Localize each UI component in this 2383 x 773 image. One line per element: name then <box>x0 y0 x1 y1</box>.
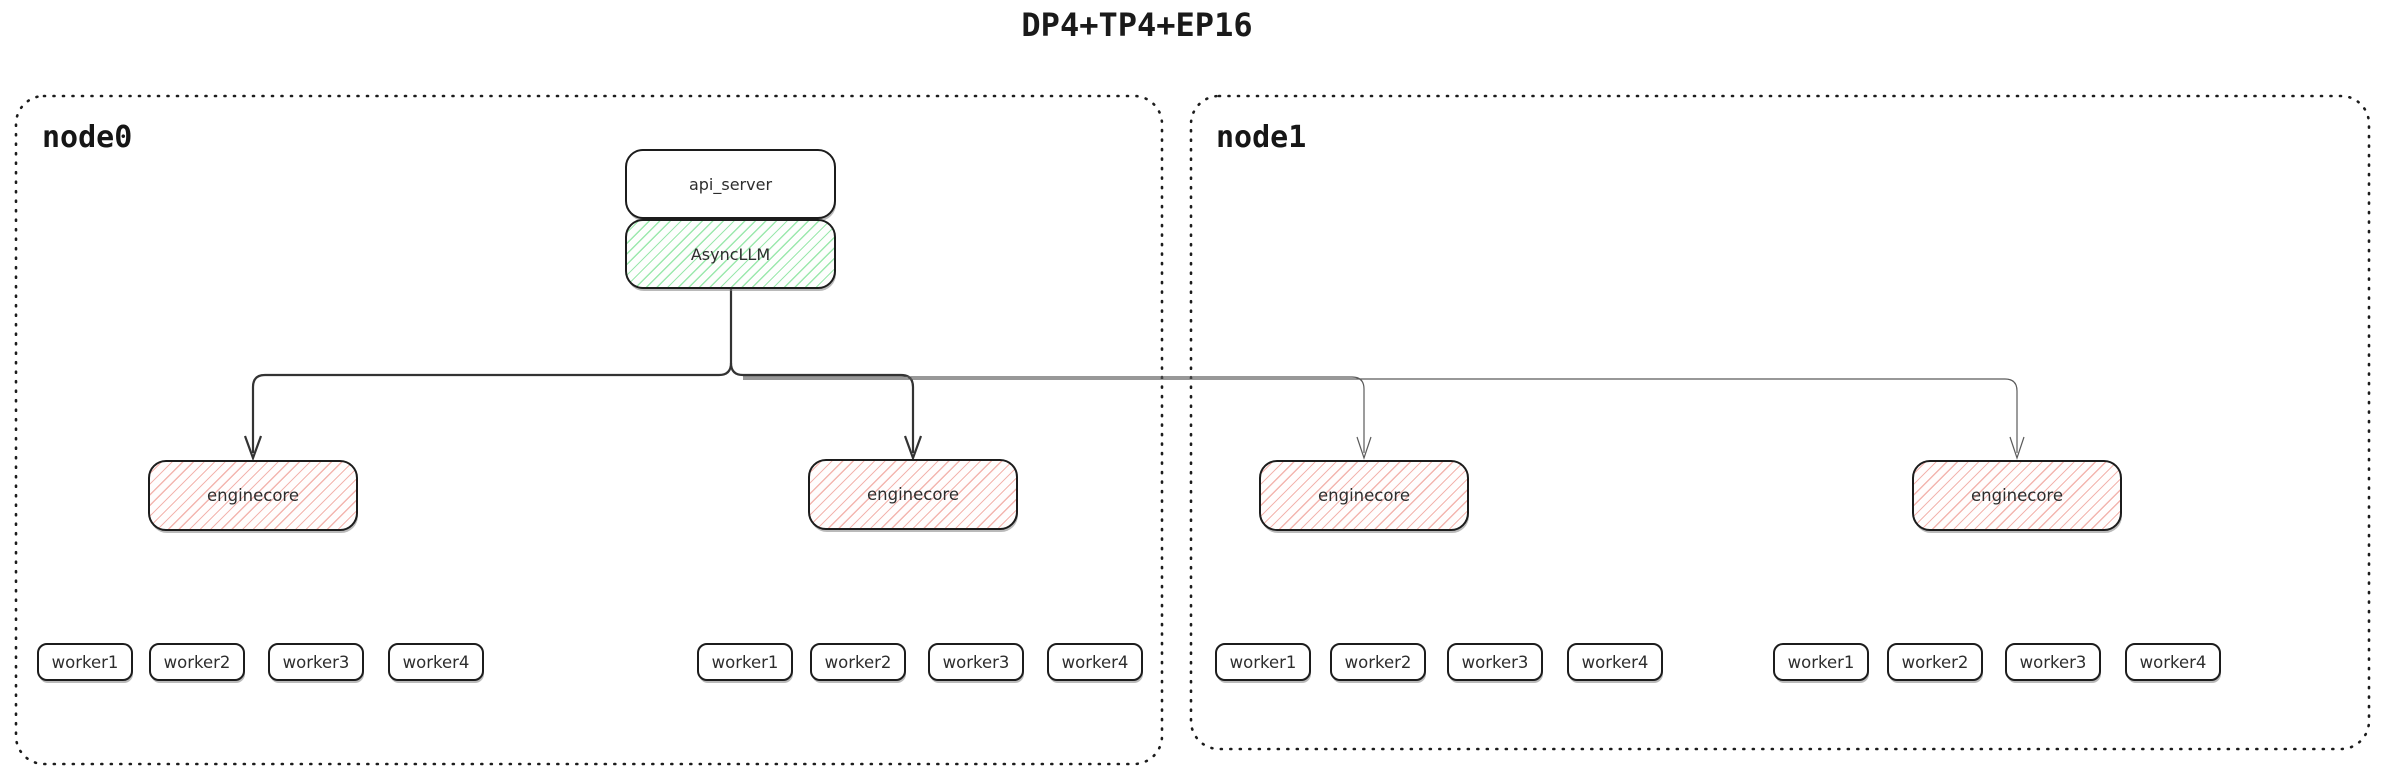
worker-box: worker4 <box>1047 643 1143 681</box>
worker-box: worker1 <box>1773 643 1869 681</box>
enginecore-label: enginecore <box>1970 486 2063 505</box>
node0-border <box>14 94 1164 766</box>
worker-label: worker3 <box>942 652 1010 672</box>
worker-box: worker2 <box>1887 643 1983 681</box>
worker-box: worker1 <box>1215 643 1311 681</box>
api-server-label: api_server <box>688 174 773 194</box>
link-asyncllm-enginecore1 <box>251 289 733 453</box>
link-asyncllm-enginecore3 <box>743 376 1365 453</box>
worker-label: worker3 <box>282 652 350 672</box>
enginecore-label: enginecore <box>1317 486 1410 505</box>
worker-label: worker4 <box>1581 652 1649 672</box>
asyncllm-box: AsyncLLM <box>625 219 836 289</box>
arrowhead-enginecore2 <box>903 435 923 462</box>
asyncllm-label: AsyncLLM <box>690 244 771 264</box>
worker-label: worker3 <box>1461 652 1529 672</box>
api-server-box: api_server <box>625 149 836 219</box>
worker-box: worker3 <box>2005 643 2101 681</box>
worker-box: worker3 <box>268 643 364 681</box>
enginecore-box-node0-2: enginecore <box>808 459 1018 530</box>
worker-label: worker4 <box>1061 652 1129 672</box>
worker-box: worker3 <box>1447 643 1543 681</box>
node1-border <box>1189 94 2371 751</box>
link-asyncllm-enginecore4 <box>743 378 2018 453</box>
worker-box: worker4 <box>388 643 484 681</box>
worker-label: worker1 <box>1787 652 1855 672</box>
worker-label: worker2 <box>824 652 892 672</box>
worker-box: worker4 <box>2125 643 2221 681</box>
diagram-title: DP4+TP4+EP16 <box>1021 6 1253 44</box>
node0-label: node0 <box>42 120 133 155</box>
worker-label: worker4 <box>402 652 470 672</box>
arrowhead-enginecore4 <box>2009 436 2025 460</box>
worker-label: worker1 <box>711 652 779 672</box>
worker-box: worker2 <box>810 643 906 681</box>
enginecore-box-node1-1: enginecore <box>1259 460 1469 531</box>
worker-box: worker2 <box>1330 643 1426 681</box>
worker-box: worker1 <box>37 643 133 681</box>
node1-label: node1 <box>1216 120 1307 155</box>
enginecore-box-node0-1: enginecore <box>148 460 358 531</box>
worker-box: worker4 <box>1567 643 1663 681</box>
worker-box: worker3 <box>928 643 1024 681</box>
worker-label: worker2 <box>163 652 231 672</box>
enginecore-label: enginecore <box>866 485 959 504</box>
worker-label: worker1 <box>51 652 119 672</box>
worker-box: worker1 <box>697 643 793 681</box>
worker-label: worker3 <box>2019 652 2087 672</box>
enginecore-label: enginecore <box>206 486 299 505</box>
link-asyncllm-enginecore2 <box>729 362 915 453</box>
worker-label: worker1 <box>1229 652 1297 672</box>
worker-box: worker2 <box>149 643 245 681</box>
worker-label: worker2 <box>1901 652 1969 672</box>
worker-label: worker2 <box>1344 652 1412 672</box>
worker-label: worker4 <box>2139 652 2207 672</box>
enginecore-box-node1-2: enginecore <box>1912 460 2122 531</box>
arrowhead-enginecore1 <box>243 435 263 462</box>
arrowhead-enginecore3 <box>1356 436 1372 460</box>
